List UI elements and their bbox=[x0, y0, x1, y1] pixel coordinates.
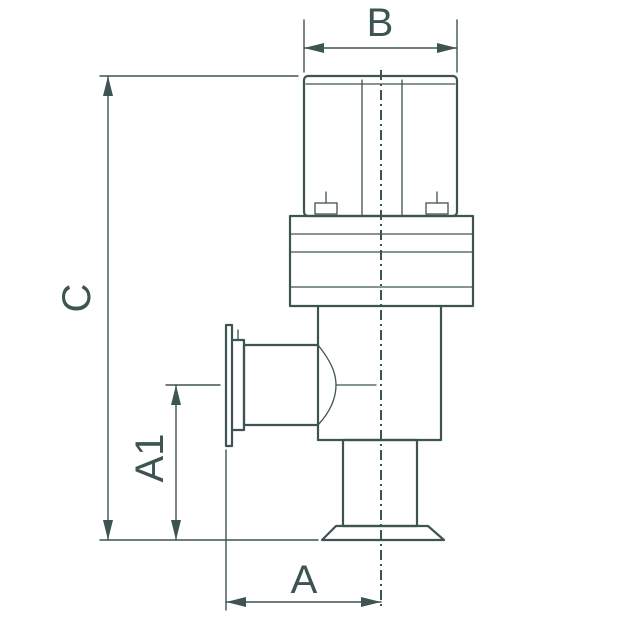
bolt-left bbox=[314, 191, 338, 215]
side-port bbox=[224, 323, 320, 448]
bolt-right bbox=[425, 191, 449, 215]
dimension-a bbox=[225, 449, 382, 611]
dimension-c-label: C bbox=[55, 284, 99, 313]
dimension-a1 bbox=[165, 384, 221, 541]
bottom-port bbox=[320, 438, 446, 542]
dimension-c bbox=[99, 75, 319, 541]
dimension-b bbox=[303, 19, 458, 73]
dimension-a1-label: A1 bbox=[128, 434, 172, 483]
dimension-a-label: A bbox=[291, 558, 318, 602]
valve-body bbox=[316, 304, 443, 442]
dimension-b-label: B bbox=[367, 1, 394, 45]
